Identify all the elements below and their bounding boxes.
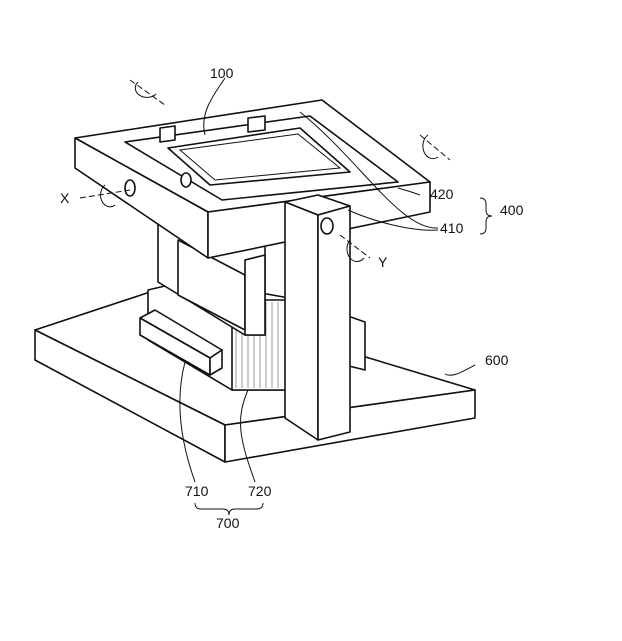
label-720: 720	[248, 483, 272, 499]
leader-lines	[179, 77, 493, 516]
label-700: 700	[216, 515, 240, 531]
label-axis-x: X	[60, 190, 70, 206]
top-frame-400	[74, 99, 431, 259]
bar-710	[139, 309, 223, 376]
vertical-post	[284, 194, 351, 441]
label-axis-y: Y	[378, 254, 388, 270]
label-410: 410	[440, 220, 464, 236]
label-100: 100	[210, 65, 234, 81]
label-400: 400	[500, 202, 524, 218]
label-420: 420	[430, 186, 454, 202]
label-600: 600	[485, 352, 509, 368]
label-710: 710	[185, 483, 209, 499]
rotation-arrows	[79, 79, 451, 262]
